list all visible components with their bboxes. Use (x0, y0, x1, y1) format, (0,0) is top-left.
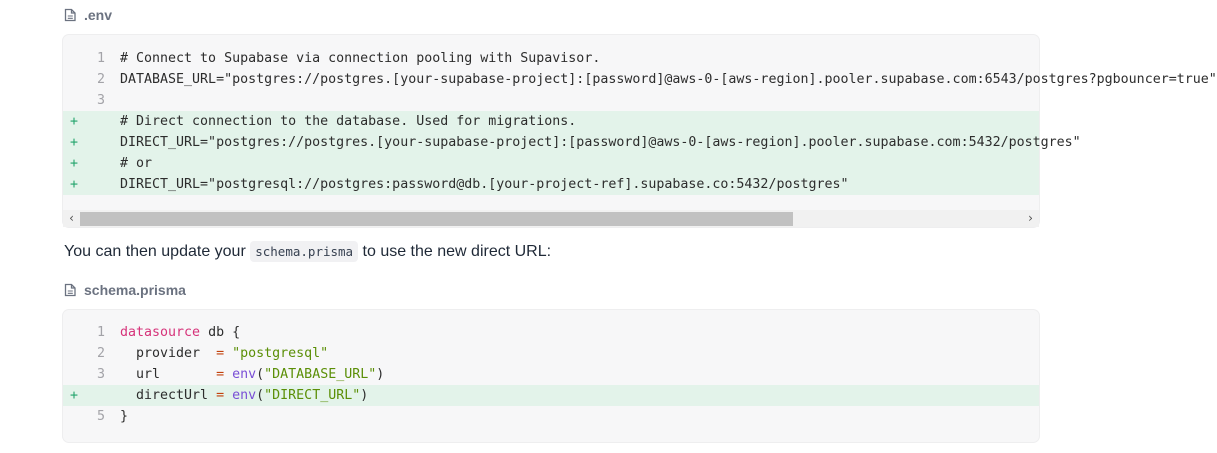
env-code-block: 1 # Connect to Supabase via connection po… (63, 35, 1217, 227)
code-token: = (216, 388, 225, 403)
code-line: 5} (63, 406, 1039, 427)
code-token: provider (120, 346, 217, 361)
code-line: 3 (63, 90, 1039, 111)
code-line: 1 datasource db { (63, 322, 1039, 343)
code-text: DIRECT_URL="postgresql://postgres:passwo… (120, 177, 849, 192)
code-line-added: + # Direct connection to the database. Us… (63, 111, 1039, 132)
code-token: = (216, 367, 225, 382)
line-number: 1 (96, 325, 105, 340)
code-token: directUrl (120, 388, 217, 403)
code-text: directUrl = env("DIRECT_URL") (120, 385, 1039, 406)
code-token: ( (256, 388, 265, 403)
code-text: provider = "postgresql" (120, 343, 1039, 364)
code-token: } (120, 409, 129, 424)
line-number: 3 (96, 93, 105, 108)
added-marker: + (70, 114, 79, 129)
file-icon (64, 8, 76, 22)
env-file-name: .env (84, 7, 113, 23)
code-token: "postgresql" (232, 346, 329, 361)
code-token: ) (360, 388, 369, 403)
code-line: 1 # Connect to Supabase via connection po… (63, 48, 1039, 69)
code-token: datasource (120, 325, 201, 340)
code-token: "DATABASE_URL" (264, 367, 377, 382)
inline-code: schema.prisma (250, 241, 359, 262)
code-token: url (120, 367, 217, 382)
code-token: db { (200, 325, 241, 340)
code-line-added: + DIRECT_URL="postgres://postgres.[your-s… (63, 132, 1081, 153)
scrollbar-thumb[interactable] (80, 212, 793, 226)
code-token (224, 367, 232, 382)
horizontal-scrollbar[interactable]: ‹ › (63, 210, 1039, 227)
line-number: 3 (96, 367, 105, 382)
paragraph-text-before: You can then update your (64, 243, 251, 260)
code-line-added: + directUrl = env("DIRECT_URL") (63, 385, 1039, 406)
added-marker: + (70, 177, 79, 192)
code-text: # or (120, 156, 153, 171)
code-token (224, 388, 232, 403)
env-code-lines: 1 # Connect to Supabase via connection po… (63, 48, 1217, 195)
code-token: env (232, 367, 257, 382)
code-line-added: + DIRECT_URL="postgresql://postgres:passw… (63, 174, 1039, 195)
line-number: 2 (96, 346, 105, 361)
code-line-added: + # or (63, 153, 1039, 174)
scroll-left-icon[interactable]: ‹ (69, 211, 74, 225)
code-text: # Direct connection to the database. Use… (120, 114, 577, 129)
line-number: 1 (96, 51, 105, 66)
code-token: ( (256, 367, 265, 382)
code-line: 2 provider = "postgresql" (63, 343, 1039, 364)
code-line: 3 url = env("DATABASE_URL") (63, 364, 1039, 385)
code-token: ) (376, 367, 385, 382)
code-text: # Connect to Supabase via connection poo… (120, 51, 601, 66)
scroll-right-icon[interactable]: › (1028, 211, 1033, 225)
env-file-label: .env (64, 7, 112, 23)
added-marker: + (70, 135, 79, 150)
code-token: = (216, 346, 225, 361)
code-text: datasource db { (120, 322, 1039, 343)
code-text: DIRECT_URL="postgres://postgres.[your-su… (120, 135, 1081, 150)
file-icon (64, 283, 76, 297)
code-text: DATABASE_URL="postgres://postgres.[your-… (120, 72, 1217, 87)
line-number: 5 (96, 409, 105, 424)
prisma-file-label: schema.prisma (64, 282, 186, 298)
code-line: 2 DATABASE_URL="postgres://postgres.[your… (63, 69, 1217, 90)
paragraph-text-after: to use the new direct URL: (358, 243, 552, 260)
line-number: 2 (96, 72, 105, 87)
code-text: url = env("DATABASE_URL") (120, 364, 1039, 385)
prisma-file-name: schema.prisma (84, 282, 186, 298)
code-text: } (120, 406, 1039, 427)
added-marker: + (70, 156, 79, 171)
code-token (224, 346, 232, 361)
paragraph: You can then update your schema.prisma t… (64, 241, 552, 262)
code-token: env (232, 388, 257, 403)
added-marker: + (70, 388, 79, 403)
code-token: "DIRECT_URL" (264, 388, 361, 403)
